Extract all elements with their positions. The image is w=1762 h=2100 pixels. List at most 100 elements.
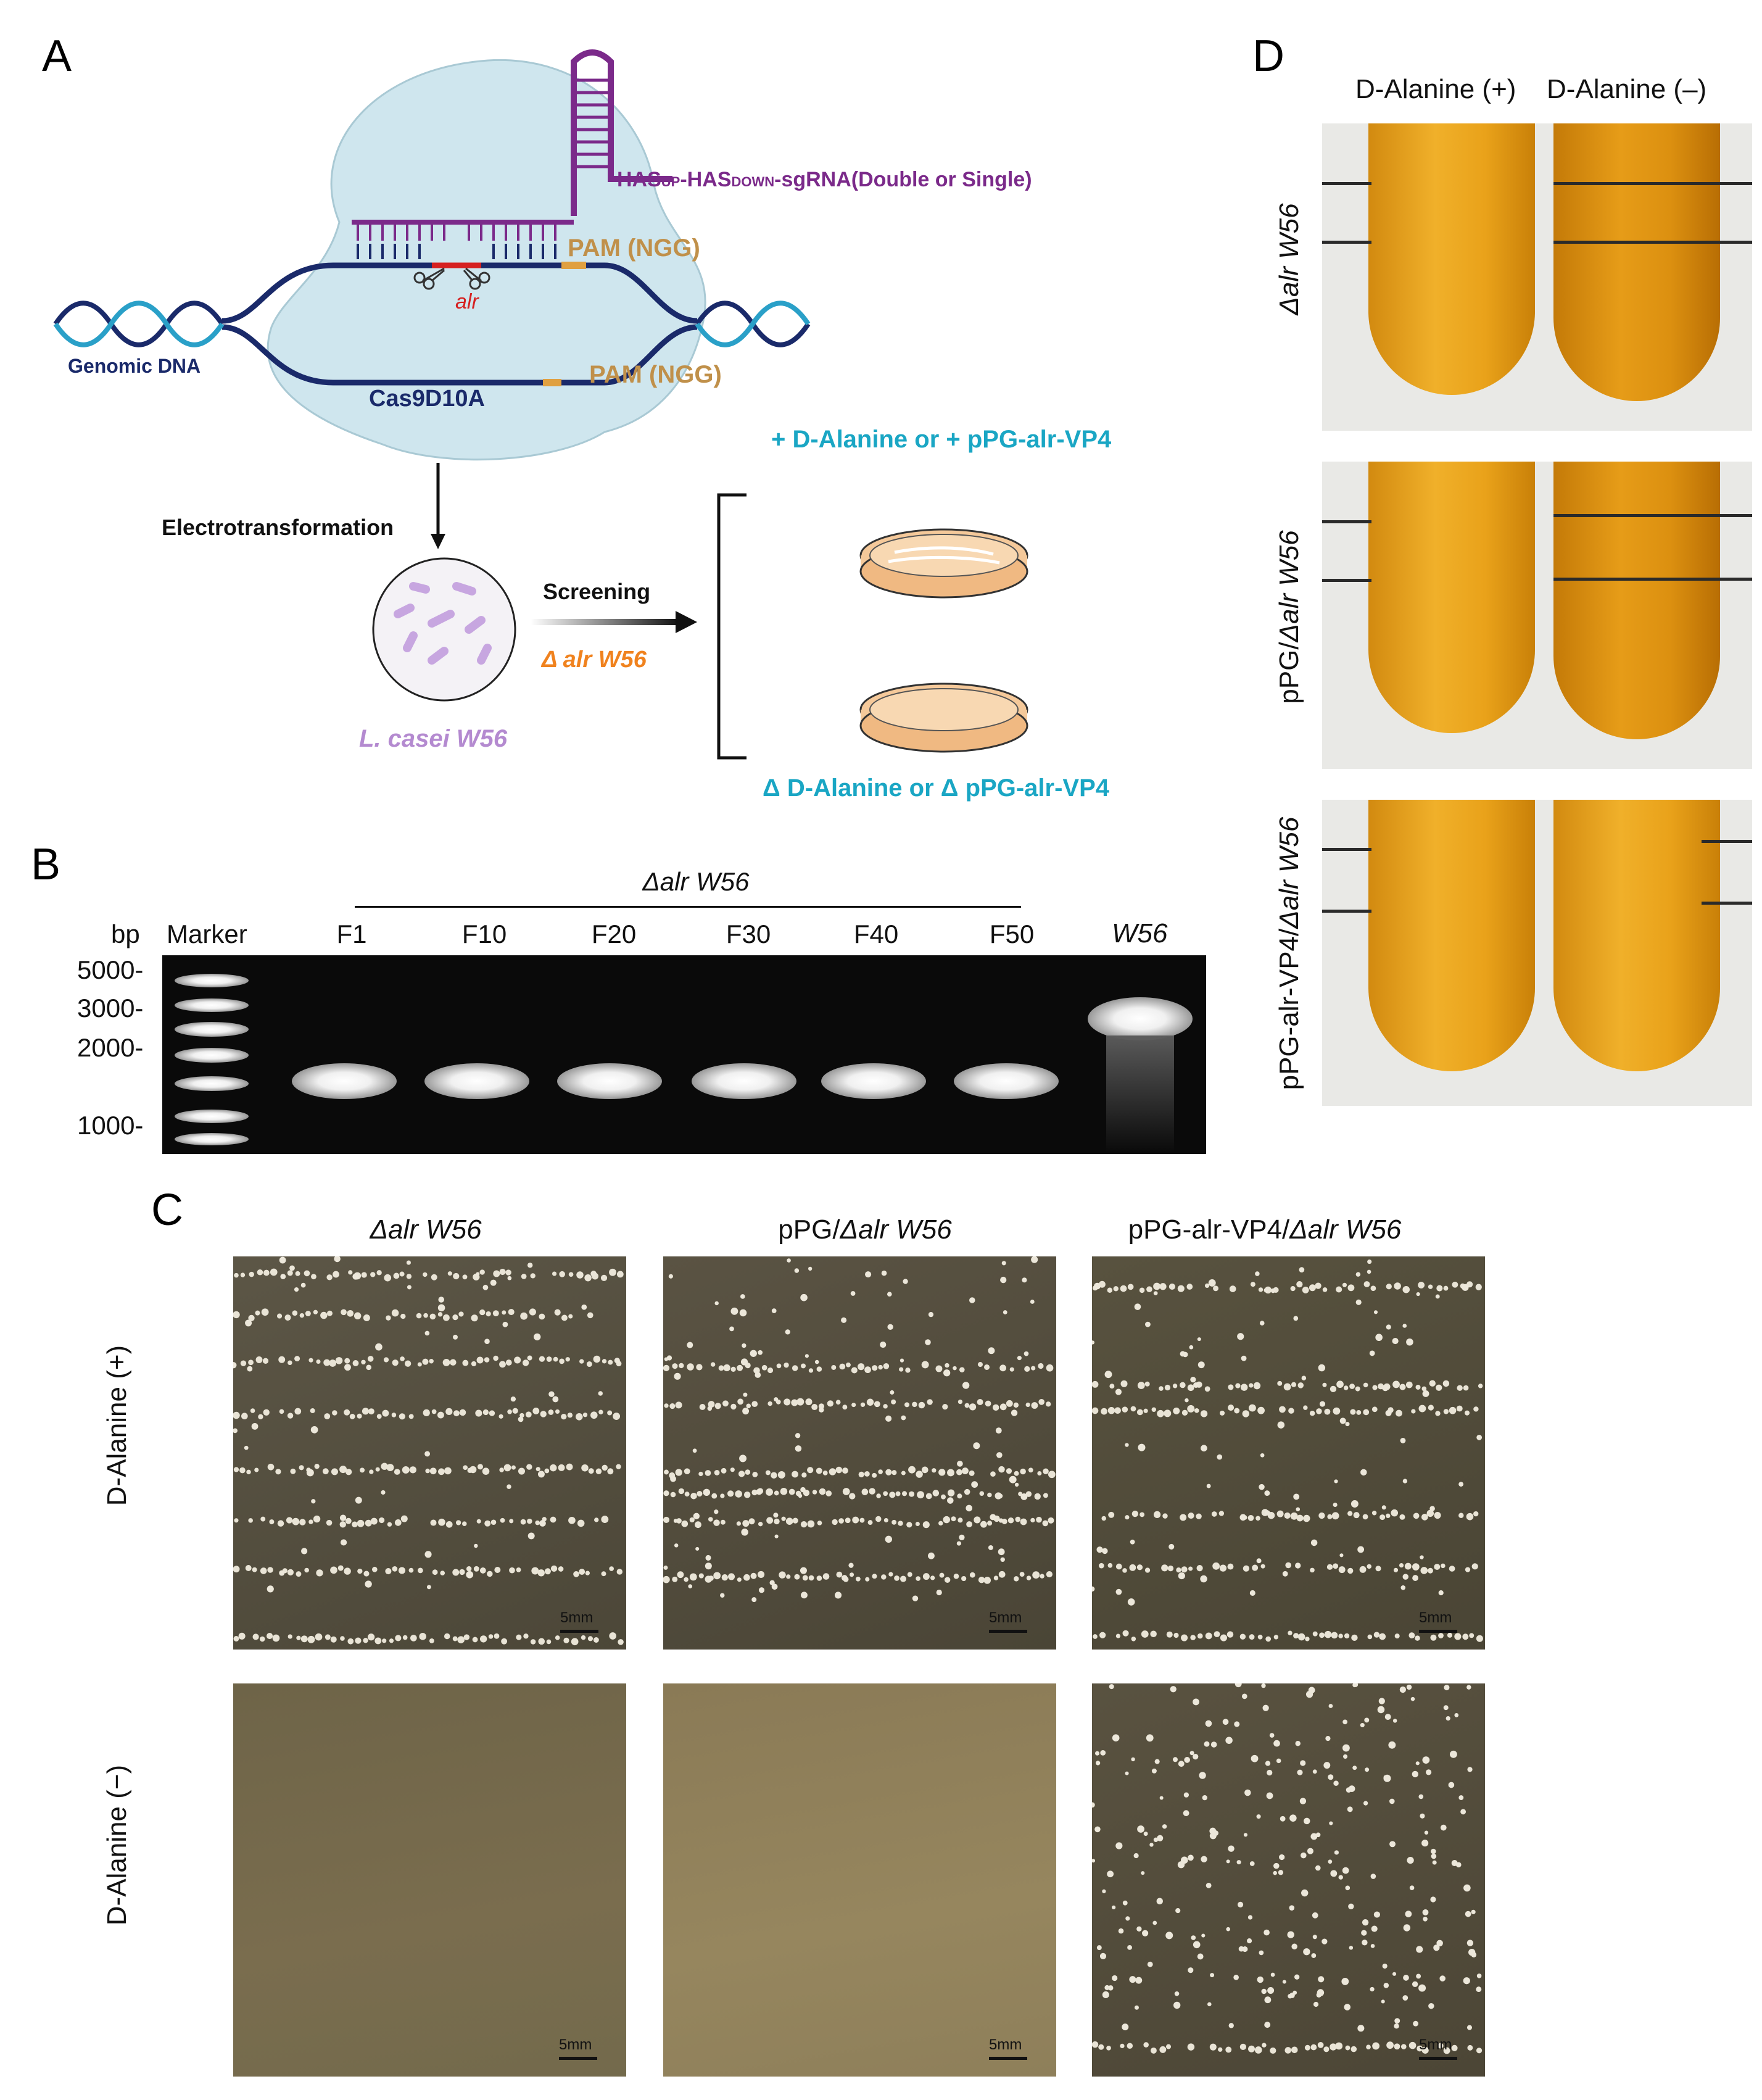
- colony: [774, 1397, 779, 1402]
- colony: [1316, 1408, 1322, 1414]
- colony: [755, 1372, 761, 1378]
- colony: [1288, 1630, 1293, 1635]
- colony: [705, 1563, 712, 1570]
- colony: [535, 1520, 540, 1525]
- colony: [349, 1414, 355, 1419]
- colony: [486, 1311, 491, 1317]
- colony: [1409, 1885, 1415, 1890]
- colony: [1259, 1484, 1265, 1490]
- colony: [951, 1516, 956, 1522]
- colony: [999, 1364, 1007, 1372]
- colony: [609, 1566, 614, 1571]
- tube-mark: [1322, 910, 1371, 913]
- colony: [1413, 2020, 1419, 2027]
- colony: [865, 1577, 870, 1582]
- colony: [1168, 1283, 1175, 1290]
- colony: [927, 1399, 933, 1405]
- colony: [499, 1361, 506, 1368]
- colony: [1188, 1513, 1194, 1519]
- colony: [279, 1570, 285, 1576]
- colony: [316, 1569, 323, 1577]
- colony: [344, 1409, 350, 1416]
- colony: [801, 1592, 808, 1599]
- colony: [1465, 1567, 1471, 1572]
- colony: [907, 1572, 912, 1577]
- colony: [1173, 2001, 1181, 2009]
- colony: [444, 1633, 450, 1640]
- colony: [875, 1516, 882, 1522]
- colony: [308, 1519, 313, 1524]
- marker-band-1: [175, 974, 249, 987]
- colony: [1205, 1632, 1212, 1640]
- scale-bar: [1419, 2057, 1457, 2060]
- colony: [1136, 1564, 1143, 1571]
- colony: [1345, 1422, 1350, 1427]
- plate-col-3-label: pPG-alr-VP4/Δalr W56: [1128, 1214, 1402, 1245]
- colony: [1265, 1636, 1272, 1642]
- colony: [1040, 1574, 1044, 1579]
- colony: [708, 1575, 714, 1581]
- colony: [1193, 1941, 1201, 1949]
- colony: [1430, 1896, 1436, 1903]
- colony: [1270, 1288, 1276, 1293]
- colony: [609, 1268, 616, 1276]
- gel-group-label: Δalr W56: [642, 867, 750, 896]
- colony: [681, 1520, 689, 1527]
- colony: [1046, 1364, 1054, 1372]
- colony: [1225, 1737, 1233, 1744]
- colony: [742, 1520, 750, 1527]
- colony: [1109, 1384, 1115, 1389]
- colony: [1467, 2044, 1473, 2051]
- guide-rungs: [357, 222, 556, 241]
- colony: [928, 1312, 934, 1318]
- colony: [781, 1516, 786, 1521]
- colony: [1446, 1716, 1450, 1721]
- colony: [998, 1493, 1003, 1498]
- colony: [457, 1636, 465, 1643]
- colony: [330, 1566, 337, 1574]
- colony: [1310, 1833, 1318, 1840]
- colony: [802, 1575, 808, 1581]
- colony: [779, 1571, 786, 1579]
- colony: [1241, 1355, 1247, 1361]
- colony: [502, 1310, 507, 1315]
- colony: [1302, 1286, 1309, 1293]
- colony: [1267, 1769, 1273, 1776]
- colony: [459, 1409, 466, 1416]
- colony: [741, 1529, 748, 1536]
- colony: [1333, 1407, 1341, 1415]
- colony: [443, 1314, 450, 1321]
- colony: [475, 1409, 482, 1417]
- colony: [334, 1256, 341, 1263]
- tube-mark: [1553, 514, 1752, 517]
- colony: [1421, 1386, 1427, 1392]
- colony: [1139, 1287, 1145, 1293]
- colony: [510, 1396, 516, 1402]
- colony: [1476, 1635, 1483, 1642]
- colony: [708, 1401, 715, 1408]
- plate-row-2-label: D-Alanine (−): [102, 1764, 132, 1926]
- colony: [329, 1359, 337, 1367]
- colony: [607, 1468, 614, 1475]
- colony: [1300, 1760, 1306, 1766]
- colony: [461, 1521, 467, 1526]
- colony: [555, 1635, 560, 1640]
- colony: [1248, 1404, 1256, 1412]
- colony: [558, 1464, 565, 1471]
- colony: [294, 1356, 300, 1362]
- colony: [827, 1400, 833, 1407]
- colony: [300, 1282, 306, 1288]
- colony: [883, 1363, 890, 1369]
- colony: [765, 1470, 771, 1475]
- arrow-down-head: [431, 534, 445, 549]
- colony: [1141, 1630, 1149, 1638]
- colony: [1436, 1940, 1443, 1947]
- colony: [277, 1520, 284, 1527]
- colony: [382, 1638, 387, 1643]
- colony: [516, 1567, 521, 1572]
- colony: [1150, 2047, 1157, 2054]
- tube-mark: [1553, 241, 1752, 244]
- colony: [479, 1269, 485, 1275]
- plate-col-1-label: Δalr W56: [370, 1214, 482, 1245]
- colony: [539, 1313, 545, 1320]
